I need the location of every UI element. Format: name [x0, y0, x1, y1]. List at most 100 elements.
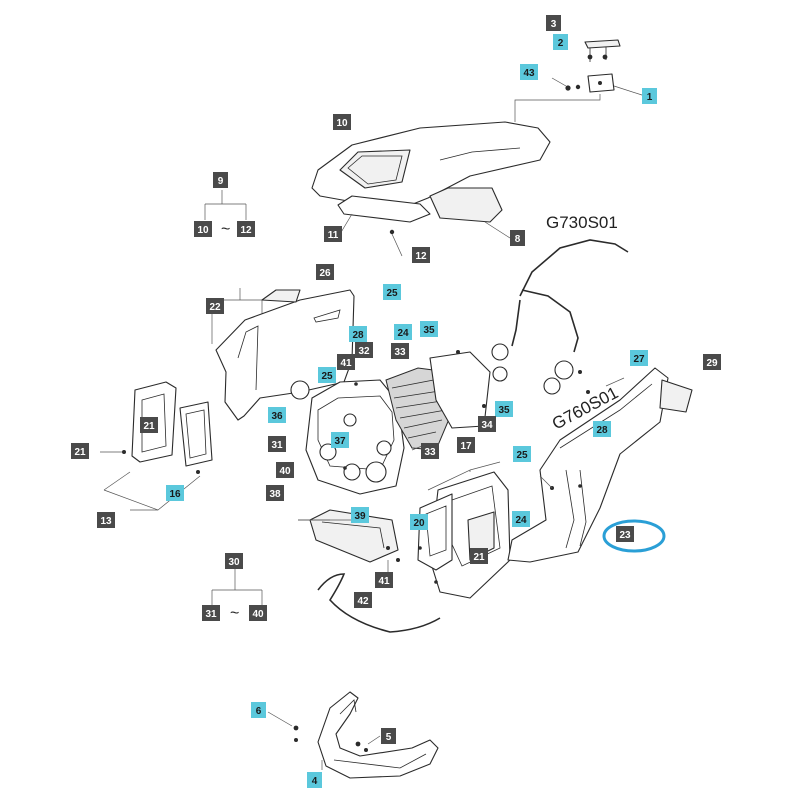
callout-number: 38 [269, 489, 281, 500]
callout-box [331, 432, 349, 448]
rear-cowl-panel [215, 289, 355, 421]
callout-number: 10 [197, 225, 209, 236]
wiring-harnesses [511, 239, 629, 395]
callout-25: 25 [513, 446, 531, 462]
callout-37: 37 [331, 432, 349, 448]
callout-box [237, 221, 255, 237]
callout-number: 8 [515, 234, 521, 245]
callout-number: 26 [319, 268, 331, 279]
callout-box [546, 15, 561, 31]
callout-number: 2 [558, 38, 564, 49]
callout-16: 16 [166, 485, 184, 501]
callout-28: 28 [593, 421, 611, 437]
callout-number: 43 [523, 68, 535, 79]
callout-31: 31 [202, 605, 220, 621]
callout-number: 12 [240, 225, 252, 236]
callout-box [375, 572, 393, 588]
callout-box [630, 350, 648, 366]
callout-number: 24 [515, 515, 527, 526]
callout-number: 28 [352, 330, 364, 341]
callout-27: 27 [630, 350, 648, 366]
callout-box [249, 605, 267, 621]
callout-box [410, 514, 428, 530]
callout-number: 25 [516, 450, 528, 461]
callout-22: 22 [206, 298, 224, 314]
callout-30: 30 [225, 553, 243, 569]
callout-box [324, 226, 342, 242]
callout-box [194, 221, 212, 237]
callout-box [616, 526, 634, 542]
bracket-10-12-group [204, 190, 263, 605]
side-fender-panel [507, 367, 693, 563]
callout-number: 22 [209, 302, 221, 313]
callout-12: 12 [412, 247, 430, 263]
callout-number: 31 [205, 609, 217, 620]
callout-box [642, 88, 657, 104]
callout-box [268, 407, 286, 423]
callout-box [266, 485, 284, 501]
callout-39: 39 [351, 507, 369, 523]
callout-number: 25 [386, 288, 398, 299]
callout-21: 21 [71, 443, 89, 459]
callout-number: 33 [424, 447, 436, 458]
callout-box [202, 605, 220, 621]
callout-4: 4 [307, 772, 322, 788]
callout-number: 40 [252, 609, 264, 620]
callout-box [478, 416, 496, 432]
callout-number: 25 [321, 371, 333, 382]
callout-box [213, 172, 228, 188]
callout-box [703, 354, 721, 370]
callout-box [510, 230, 525, 246]
callout-number: 29 [706, 358, 718, 369]
callout-box [391, 343, 409, 359]
callout-box [316, 264, 334, 280]
callout-40: 40 [249, 605, 267, 621]
callout-box [355, 342, 373, 358]
callout-box [206, 298, 224, 314]
callout-21: 21 [140, 417, 158, 433]
callout-43: 43 [520, 64, 538, 80]
callout-24: 24 [512, 511, 530, 527]
callout-25: 25 [383, 284, 401, 300]
callout-number: 33 [394, 347, 406, 358]
callout-10: 10 [333, 114, 351, 130]
callout-12: 12 [237, 221, 255, 237]
callout-box [383, 284, 401, 300]
callout-box [394, 324, 412, 340]
callout-box [337, 354, 355, 370]
heater-core [385, 343, 509, 451]
callout-35: 35 [495, 401, 513, 417]
callout-21: 21 [470, 548, 488, 564]
callout-box [307, 772, 322, 788]
dashboard-housing [305, 379, 405, 495]
callout-33: 33 [421, 443, 439, 459]
callout-box [520, 64, 538, 80]
callout-box [225, 553, 243, 569]
roof-panel [311, 121, 551, 257]
callout-3: 3 [546, 15, 561, 31]
callout-number: 11 [328, 230, 339, 241]
callout-number: 28 [596, 425, 608, 436]
code-g730: G730S01 [546, 213, 618, 232]
callout-33: 33 [391, 343, 409, 359]
tilde-9: ~ [221, 221, 230, 238]
callout-number: 1 [647, 92, 653, 103]
callout-13: 13 [97, 512, 115, 528]
callout-box [97, 512, 115, 528]
callout-number: 41 [378, 576, 390, 587]
callout-number: 3 [551, 19, 557, 30]
callout-42: 42 [354, 592, 372, 608]
callout-number: 35 [423, 325, 435, 336]
callout-26: 26 [316, 264, 334, 280]
callout-40: 40 [276, 462, 294, 478]
callout-41: 41 [375, 572, 393, 588]
door-panel [417, 461, 511, 599]
callout-number: 9 [218, 176, 224, 187]
callout-5: 5 [381, 728, 396, 744]
callout-box [513, 446, 531, 462]
hatch-latch-assembly [514, 39, 646, 122]
step-assembly [267, 691, 439, 779]
callout-box [593, 421, 611, 437]
